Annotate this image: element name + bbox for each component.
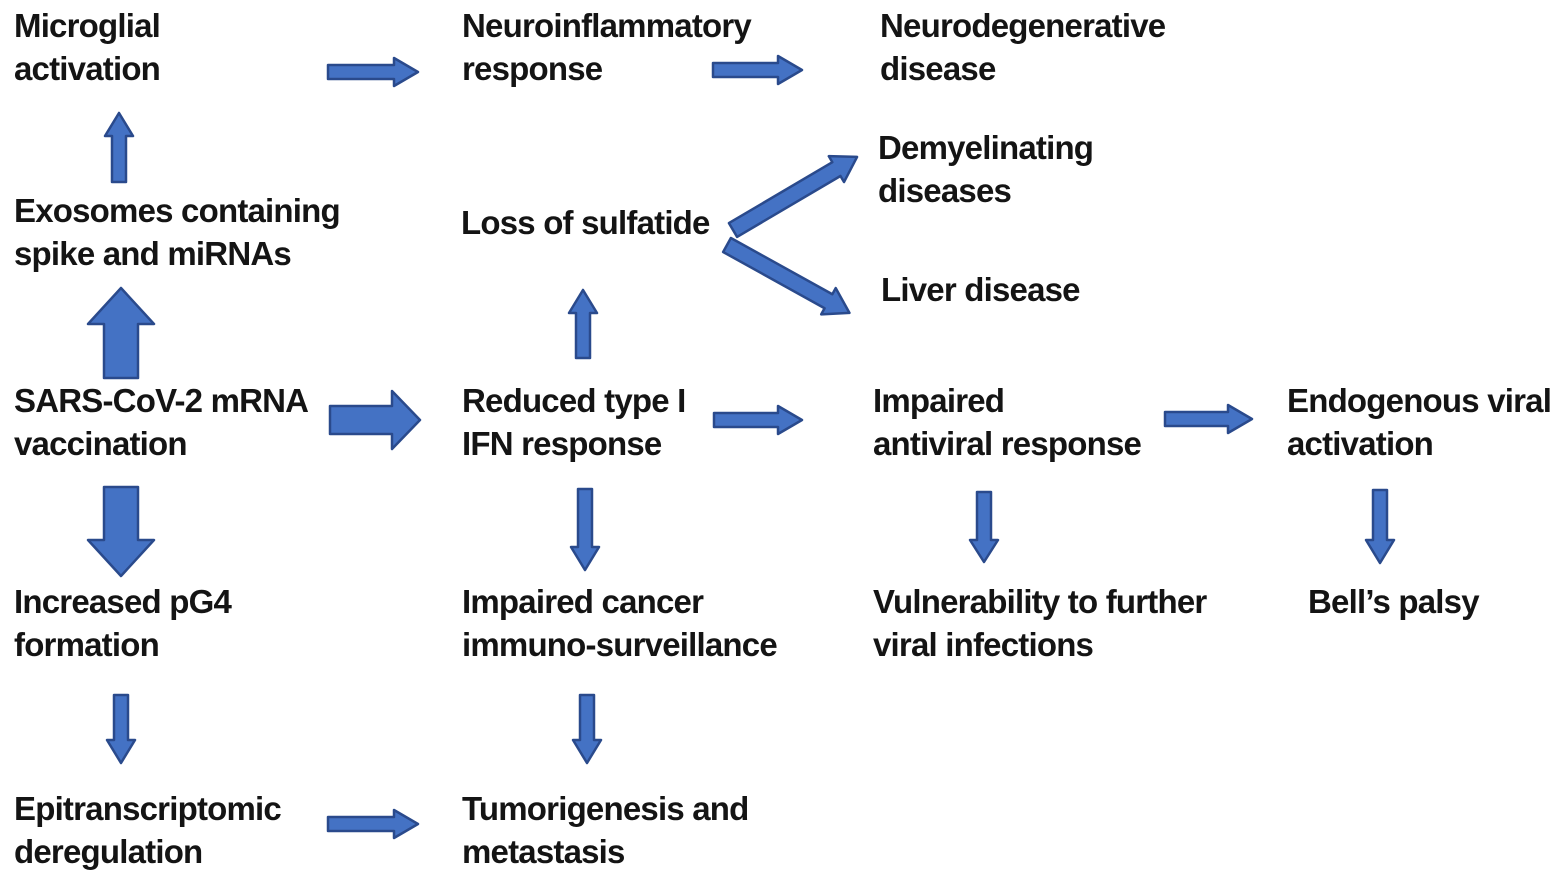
node-vulnerability: Vulnerability to further viral infection… (873, 583, 1207, 663)
arrow-sars-to-reduced-ifn (328, 389, 422, 451)
node-tumorigenesis: Tumorigenesis and metastasis (462, 790, 749, 870)
node-impaired-cancer: Impaired cancer immuno-surveillance (462, 583, 778, 663)
arrow-exosomes-to-microglial (103, 111, 135, 184)
arrow-epitranscriptomic-to-tumorigenesis (326, 808, 420, 840)
node-neuroinflammatory-response: Neuroinflammatory response (462, 7, 752, 87)
arrow-antiviral-to-vulnerability (968, 490, 1000, 564)
node-impaired-antiviral: Impaired antiviral response (873, 382, 1142, 462)
node-neurodegenerative-disease: Neurodegenerative disease (880, 7, 1166, 87)
node-loss-of-sulfatide: Loss of sulfatide (461, 204, 710, 241)
arrow-microglial-to-neuroinflammatory (326, 56, 420, 88)
node-demyelinating-diseases: Demyelinating diseases (878, 129, 1094, 209)
node-epitranscriptomic: Epitranscriptomic deregulation (14, 790, 282, 870)
arrow-sars-to-exosomes (86, 286, 156, 380)
node-bells-palsy: Bell’s palsy (1308, 583, 1480, 620)
arrow-neuroinflammatory-to-neurodegenerative (711, 54, 804, 86)
arrow-endogenous-to-bells-palsy (1364, 488, 1396, 565)
node-exosomes: Exosomes containing spike and miRNAs (14, 192, 341, 272)
arrow-pg4-to-epitranscriptomic (105, 693, 137, 765)
arrow-reduced-ifn-to-antiviral (712, 404, 804, 436)
arrow-sars-to-increased-pg4 (86, 485, 156, 578)
node-sars-vaccination: SARS-CoV-2 mRNA vaccination (14, 382, 309, 462)
arrow-sulfatide-to-demyelinating (727, 154, 859, 239)
node-endogenous-viral: Endogenous viral activation (1287, 382, 1552, 462)
arrow-reduced-ifn-to-sulfatide (567, 288, 599, 360)
arrow-antiviral-to-endogenous (1163, 403, 1254, 435)
node-increased-pg4: Increased pG4 formation (14, 583, 232, 663)
arrow-reduced-ifn-to-cancer (569, 487, 601, 572)
node-reduced-ifn: Reduced type I IFN response (462, 382, 686, 462)
arrow-cancer-to-tumorigenesis (571, 693, 603, 765)
node-liver-disease: Liver disease (881, 271, 1081, 308)
node-microglial-activation: Microglial activation (14, 7, 161, 87)
arrow-sulfatide-to-liver (721, 236, 851, 316)
